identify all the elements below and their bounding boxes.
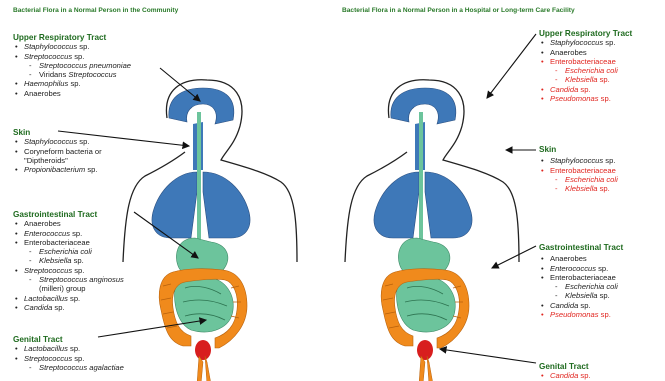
list-item: Streptococcus sp. [13, 354, 124, 363]
right-upper-respiratory-title: Upper Respiratory Tract [539, 29, 632, 38]
right-upper-respiratory-section: Upper Respiratory Tract Staphylococcus s… [539, 29, 632, 103]
list-item: Enterobacteriaceae [539, 57, 632, 66]
right-gastrointestinal-title: Gastrointestinal Tract [539, 243, 623, 252]
list-item: Candida sp. [13, 303, 124, 312]
list-item: Pseudomonas sp. [539, 310, 623, 319]
list-item: Anaerobes [539, 254, 623, 263]
list-item: Escherichia coli [13, 247, 124, 256]
list-item: Streptococcus sp. [13, 52, 131, 61]
list-item: Enterobacteriaceae [539, 166, 618, 175]
list-item: Staphylococcus sp. [13, 137, 102, 146]
list-item: Anaerobes [13, 219, 124, 228]
list-item: Coryneform bacteria or [13, 147, 102, 156]
left-upper-respiratory-section: Upper Respiratory Tract Staphylococcus s… [13, 33, 131, 98]
list-item: Lactobacillus sp. [13, 344, 124, 353]
list-item: Enterococcus sp. [13, 229, 124, 238]
list-item: Klebsiella sp. [539, 184, 618, 193]
list-item: Candida sp. [539, 371, 591, 380]
list-item: Candida sp. [539, 85, 632, 94]
list-item: Klebsiella sp. [13, 256, 124, 265]
right-gastrointestinal-section: Gastrointestinal Tract Anaerobes Enteroc… [539, 243, 623, 319]
list-item: Streptococcus anginosus [13, 275, 124, 284]
right-genital-title: Genital Tract [539, 362, 591, 371]
list-item: "Diptheroids" [13, 156, 102, 165]
list-item: Staphylococcus sp. [539, 38, 632, 47]
list-item: Enterobacteriaceae [13, 238, 124, 247]
left-genital-section: Genital Tract Lactobacillus sp. Streptoc… [13, 335, 124, 372]
list-item: Staphylococcus sp. [539, 156, 618, 165]
right-skin-section: Skin Staphylococcus sp. Enterobacteriace… [539, 145, 618, 193]
list-item: Streptococcus agalactiae [13, 363, 124, 372]
list-item: Enterobacteriaceae [539, 273, 623, 282]
list-item: Candida sp. [539, 301, 623, 310]
right-body-illustration [345, 80, 519, 381]
list-item: (milleri) group [13, 284, 124, 293]
list-item: Streptococcus pneumoniae [13, 61, 131, 70]
left-genital-title: Genital Tract [13, 335, 124, 344]
right-arrow-upper-respiratory [487, 34, 536, 98]
right-arrow-gastrointestinal [492, 246, 536, 268]
list-item: Staphylococcus sp. [13, 42, 131, 51]
list-item: Escherichia coli [539, 282, 623, 291]
list-item: Anaerobes [539, 48, 632, 57]
left-skin-section: Skin Staphylococcus sp. Coryneform bacte… [13, 128, 102, 174]
list-item: Enterococcus sp. [539, 264, 623, 273]
left-body-illustration [123, 80, 297, 381]
list-item: Klebsiella sp. [539, 291, 623, 300]
list-item: Viridans Streptococcus [13, 70, 131, 79]
list-item: Lactobacillus sp. [13, 294, 124, 303]
list-item: Haemophilus sp. [13, 79, 131, 88]
left-upper-respiratory-title: Upper Respiratory Tract [13, 33, 131, 42]
right-arrow-genital [440, 349, 536, 363]
right-skin-title: Skin [539, 145, 618, 154]
list-item: Propionibacterium sp. [13, 165, 102, 174]
right-genital-section: Genital Tract Candida sp. [539, 362, 591, 381]
list-item: Streptococcus sp. [13, 266, 124, 275]
list-item: Anaerobes [13, 89, 131, 98]
list-item: Klebsiella sp. [539, 75, 632, 84]
left-skin-title: Skin [13, 128, 102, 137]
left-gastrointestinal-section: Gastrointestinal Tract Anaerobes Enteroc… [13, 210, 124, 312]
list-item: Escherichia coli [539, 66, 632, 75]
left-gastrointestinal-title: Gastrointestinal Tract [13, 210, 124, 219]
list-item: Pseudomonas sp. [539, 94, 632, 103]
list-item: Escherichia coli [539, 175, 618, 184]
